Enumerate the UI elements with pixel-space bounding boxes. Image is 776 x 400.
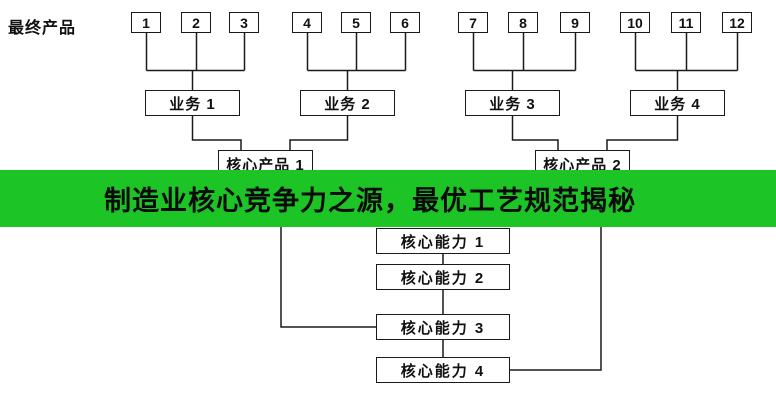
headline-banner: 制造业核心竞争力之源，最优工艺规范揭秘 (0, 170, 776, 227)
end-product-box-1: 1 (131, 12, 161, 33)
end-product-box-11: 11 (671, 12, 701, 33)
core-competency-box-4: 核心能力 4 (376, 357, 510, 383)
end-product-box-7: 7 (458, 12, 488, 33)
end-product-box-4: 4 (292, 12, 322, 33)
end-product-box-6: 6 (390, 12, 420, 33)
headline-text: 制造业核心竞争力之源，最优工艺规范揭秘 (104, 186, 636, 216)
end-product-box-8: 8 (508, 12, 538, 33)
core-competency-box-3: 核心能力 3 (376, 314, 510, 340)
core-competency-box-2: 核心能力 2 (376, 264, 510, 290)
end-product-box-9: 9 (560, 12, 590, 33)
business-box-4: 业务 4 (630, 90, 725, 116)
business-box-3: 业务 3 (465, 90, 560, 116)
end-product-box-2: 2 (181, 12, 211, 33)
end-product-box-12: 12 (722, 12, 752, 33)
end-product-box-10: 10 (620, 12, 650, 33)
business-box-2: 业务 2 (300, 90, 395, 116)
core-competency-box-1: 核心能力 1 (376, 228, 510, 254)
end-product-box-3: 3 (229, 12, 259, 33)
business-box-1: 业务 1 (145, 90, 240, 116)
final-products-label: 最终产品 (8, 20, 77, 37)
end-product-box-5: 5 (341, 12, 371, 33)
